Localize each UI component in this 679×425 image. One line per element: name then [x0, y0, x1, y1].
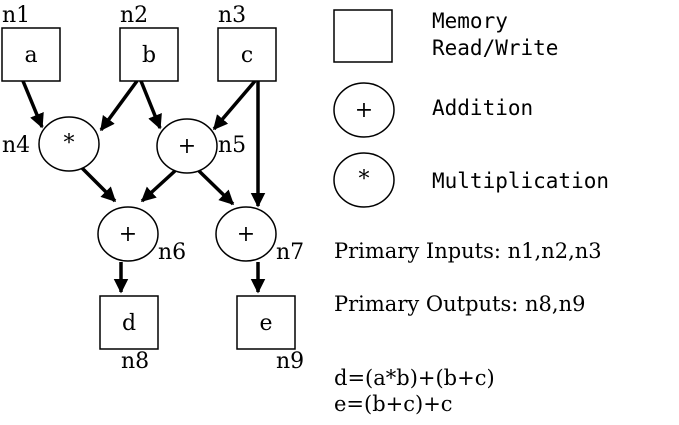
memory-box-c: [217, 27, 277, 82]
legend-add-label: Addition: [432, 96, 533, 120]
node-n3-id: n3: [218, 3, 246, 28]
edge-n2-n4: [99, 79, 139, 132]
io-info: Primary Inputs: n1,n2,n3 Primary Outputs…: [334, 239, 602, 316]
edge-n5-n7: [196, 168, 235, 206]
add-op-circle-n6: [97, 206, 159, 262]
node-n5-id: n5: [218, 133, 246, 158]
node-n2-value: b: [142, 43, 156, 68]
node-n5-value: +: [178, 134, 196, 159]
node-n2: b n2: [119, 3, 179, 82]
memory-box-e: [236, 295, 296, 350]
node-n8-id: n8: [121, 349, 149, 374]
legend-memory-label-line2: Read/Write: [432, 36, 558, 60]
equation-e: e=(b+c)+c: [334, 392, 453, 416]
edge-n3-n5: [212, 79, 257, 131]
edges: [21, 79, 266, 294]
node-n2-id: n2: [120, 3, 148, 28]
equation-d: d=(a*b)+(b+c): [334, 366, 495, 390]
node-n6-value: +: [119, 222, 137, 247]
memory-box-d: [99, 295, 159, 350]
legend-add-circle: [333, 82, 395, 138]
node-n3-value: c: [241, 43, 253, 68]
legend-multiply-label: Multiplication: [432, 169, 609, 193]
node-n4-id: n4: [2, 133, 30, 158]
node-n5: + n5: [156, 118, 246, 174]
legend-add-symbol: +: [355, 98, 373, 123]
node-n9-value: e: [259, 311, 272, 336]
edge-n1-n4: [21, 80, 44, 129]
legend-memory-label-line1: Memory: [432, 9, 508, 33]
edge-n5-n6: [140, 168, 178, 203]
memory-box-a: [1, 27, 61, 82]
legend-multiply-circle: [333, 152, 395, 208]
add-op-circle-n7: [215, 206, 277, 262]
edge-n2-n5: [139, 80, 162, 130]
node-n9-id: n9: [276, 349, 304, 374]
primary-inputs-text: Primary Inputs: n1,n2,n3: [334, 239, 602, 263]
node-n4: * n4: [2, 116, 100, 172]
node-n7-value: +: [237, 222, 255, 247]
node-n8: d n8: [99, 295, 159, 374]
multiply-op-circle: [38, 116, 100, 172]
node-n1-id: n1: [2, 3, 30, 28]
node-n8-value: d: [122, 311, 136, 336]
node-n7: + n7: [215, 206, 304, 265]
equations: d=(a*b)+(b+c) e=(b+c)+c: [334, 366, 495, 416]
node-n1: a n1: [1, 3, 61, 82]
legend: Memory Read/Write + Addition * Multiplic…: [333, 9, 609, 208]
node-n6-id: n6: [158, 240, 186, 265]
node-n9: e n9: [236, 295, 304, 374]
node-n1-value: a: [24, 43, 37, 68]
memory-box-b: [119, 27, 179, 82]
add-op-circle-n5: [156, 118, 218, 174]
node-n3: c n3: [217, 3, 277, 82]
node-n7-id: n7: [276, 240, 304, 265]
legend-memory-box: [333, 9, 393, 63]
edge-n4-n6: [80, 166, 117, 203]
node-n4-value: *: [64, 131, 75, 156]
legend-multiply-symbol: *: [359, 167, 370, 192]
node-n6: + n6: [97, 206, 186, 265]
primary-outputs-text: Primary Outputs: n8,n9: [334, 292, 585, 316]
